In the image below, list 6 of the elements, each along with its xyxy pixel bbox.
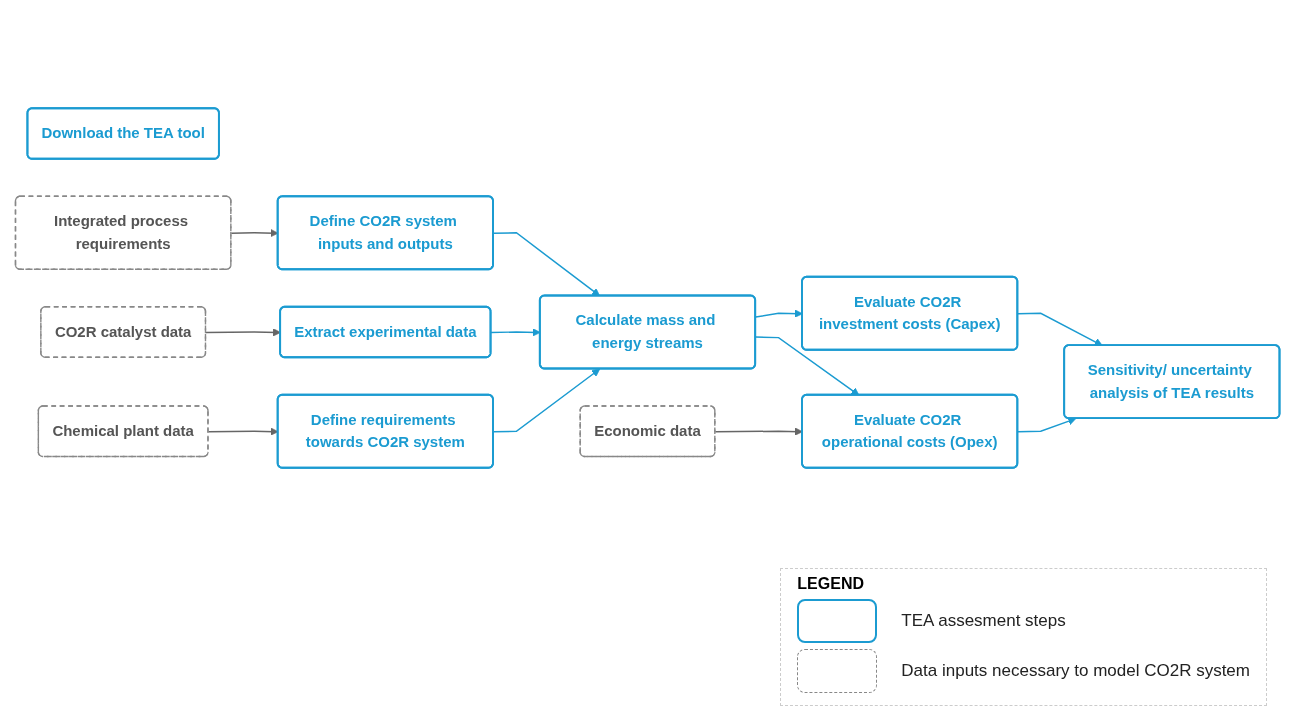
legend-text: Data inputs necessary to model CO2R system bbox=[901, 661, 1250, 681]
arrow bbox=[1017, 312, 1103, 346]
legend-text: TEA assesment steps bbox=[901, 611, 1066, 631]
legend-heading: LEGEND bbox=[797, 575, 865, 593]
arrow bbox=[1017, 417, 1077, 433]
arrow bbox=[205, 328, 281, 337]
